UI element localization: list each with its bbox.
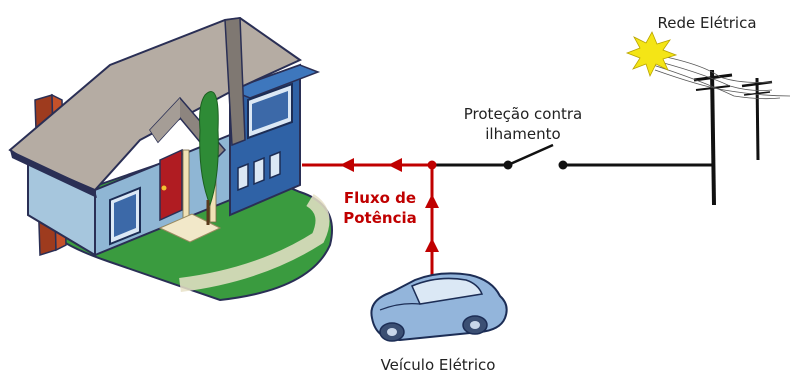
flow-arrow-left-1 — [340, 158, 354, 172]
vehicle-label: Veículo Elétrico — [381, 356, 496, 374]
flow-arrow-up-1 — [425, 194, 439, 208]
flow-label-line1: Fluxo de — [344, 189, 416, 207]
protection-label-line1: Proteção contra — [464, 105, 582, 123]
electric-car-icon — [370, 272, 508, 342]
switch-contact-right — [558, 160, 568, 170]
sun-icon — [625, 31, 678, 78]
junction-dot — [427, 160, 437, 170]
house-icon — [8, 16, 333, 302]
flow-label-line2: Potência — [343, 209, 416, 227]
protection-switch — [507, 143, 554, 167]
power-flow-lines — [302, 158, 439, 278]
utility-pole-icon — [639, 51, 791, 206]
protection-label-line2: ilhamento — [485, 125, 560, 143]
flow-arrow-left-2 — [388, 158, 402, 172]
flow-arrow-up-2 — [425, 238, 439, 252]
grid-label: Rede Elétrica — [657, 14, 756, 32]
